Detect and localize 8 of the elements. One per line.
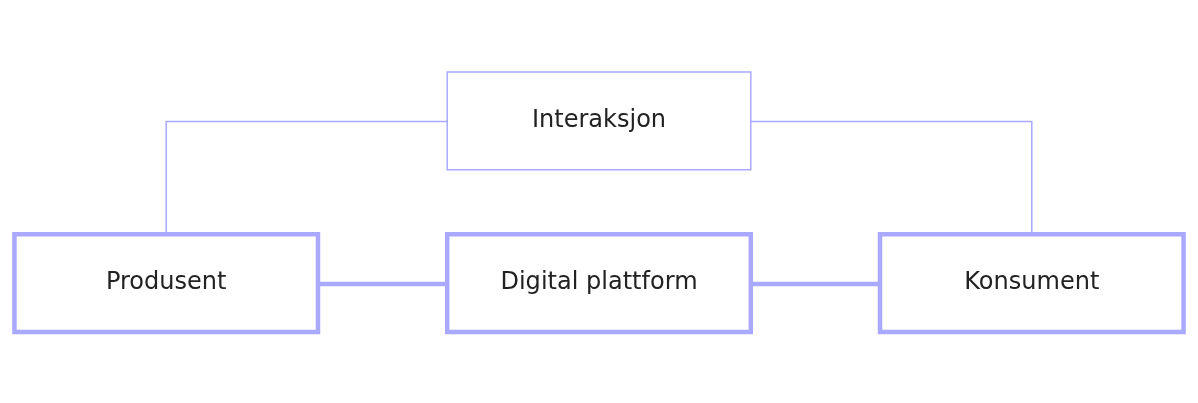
- node-box: Interaksjon: [446, 70, 752, 170]
- connector: [165, 120, 448, 235]
- node-box: Konsument: [877, 231, 1186, 334]
- node-box: Digital plattform: [444, 231, 754, 334]
- connector: [750, 120, 1033, 235]
- connector: [750, 281, 880, 286]
- node-box: Produsent: [12, 231, 321, 334]
- connector: [318, 281, 447, 286]
